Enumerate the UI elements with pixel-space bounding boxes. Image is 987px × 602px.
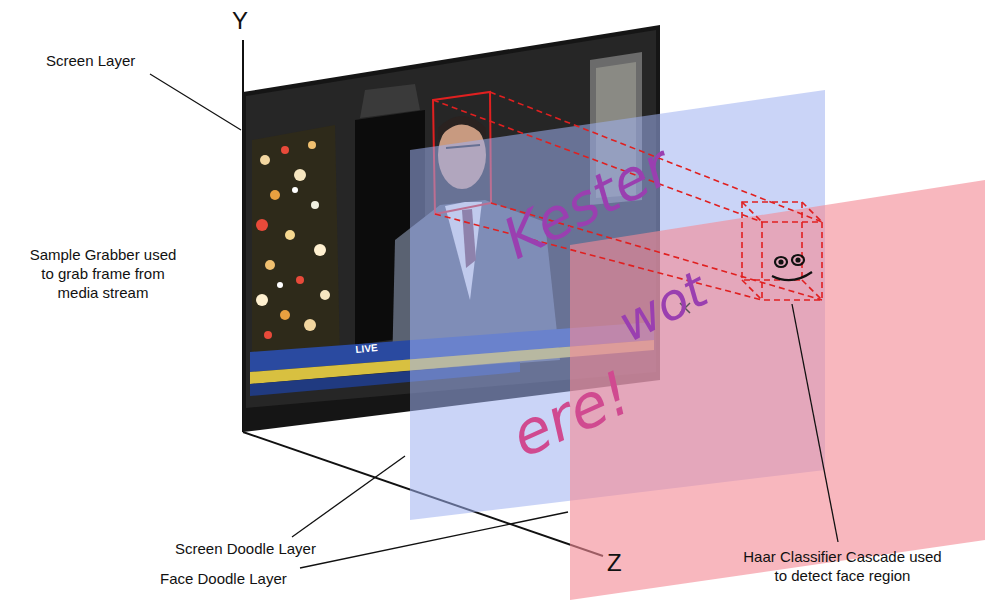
layer-label: Screen Doodle Layer [175, 540, 316, 559]
axis-label: Z [607, 548, 622, 578]
layer-label: Face Doodle Layer [160, 570, 287, 589]
face-projection [433, 92, 822, 300]
tree-lights [252, 125, 340, 372]
component-note: Sample Grabber used to grab frame from m… [28, 246, 178, 302]
axis-label: Y [232, 6, 248, 36]
component-note: Haar Classifier Cascade used to detect f… [735, 548, 950, 586]
ticker-text: LIVE [355, 342, 378, 356]
smiley-doodle [772, 255, 812, 280]
layer-label: Screen Layer [46, 52, 135, 71]
door-arch [360, 84, 420, 118]
face-doodle-layer [570, 180, 985, 600]
leader-lines [150, 74, 838, 568]
